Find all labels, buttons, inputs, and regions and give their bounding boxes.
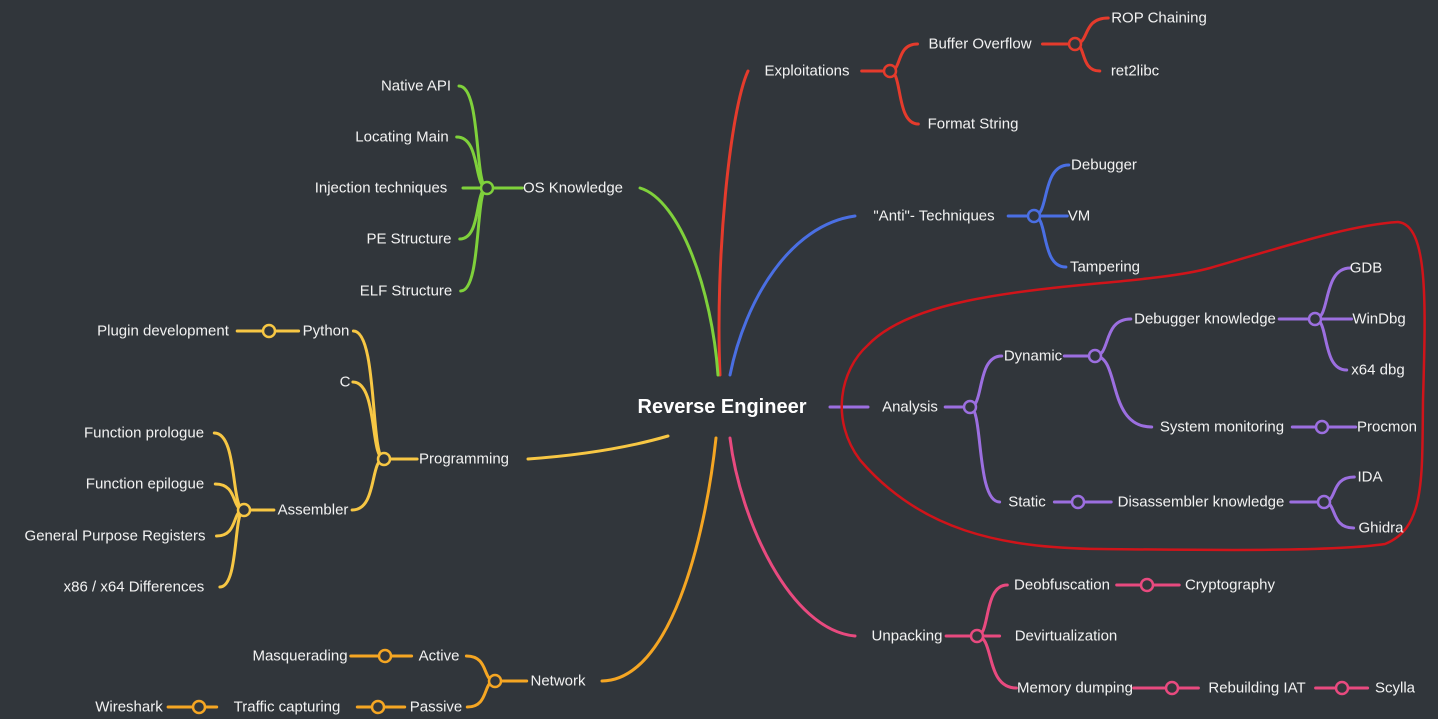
node-injection[interactable]: Injection techniques [315,180,448,197]
node-wireshark[interactable]: Wireshark [95,699,163,716]
node-exploitations[interactable]: Exploitations [764,63,849,80]
connector-lines [166,16,1370,709]
node-format-string[interactable]: Format String [928,116,1019,133]
node-traffic-capturing[interactable]: Traffic capturing [234,699,341,716]
highlight-outline [840,220,1426,552]
root-node[interactable]: Reverse Engineer [638,396,807,418]
hub-deobfuscation[interactable] [1139,577,1155,593]
node-anti[interactable]: "Anti"- Techniques [873,208,994,225]
node-x64dbg[interactable]: x64 dbg [1351,362,1404,379]
node-active[interactable]: Active [419,648,460,665]
hub-buffer-overflow[interactable] [1067,36,1083,52]
node-dynamic[interactable]: Dynamic [1004,348,1063,365]
node-c[interactable]: C [340,374,351,391]
hub-programming[interactable] [376,451,392,467]
connector-dynamic-debugger-knowledge [1093,317,1133,358]
node-scylla[interactable]: Scylla [1375,680,1416,697]
node-os[interactable]: OS Knowledge [523,180,623,197]
hub-unpacking[interactable] [969,628,985,644]
connector-debugger-knowledge-gdb [1313,266,1352,321]
hub-memory-dumping[interactable] [1164,680,1180,696]
node-static[interactable]: Static [1008,494,1046,511]
node-network[interactable]: Network [530,673,586,690]
node-ret2libc[interactable]: ret2libc [1111,63,1160,80]
node-memory-dumping[interactable]: Memory dumping [1017,680,1133,697]
node-system-monitoring[interactable]: System monitoring [1160,419,1284,436]
node-python[interactable]: Python [303,323,350,340]
node-x86x64[interactable]: x86 / x64 Differences [64,579,205,596]
connector-anti-debugger [1032,163,1071,218]
node-native-api[interactable]: Native API [381,78,451,95]
hub-debugger-knowledge[interactable] [1307,311,1323,327]
hub-exploitations[interactable] [882,63,898,79]
hub-active[interactable] [377,648,393,664]
node-pe[interactable]: PE Structure [366,231,451,248]
node-debugger[interactable]: Debugger [1071,157,1137,174]
hub-system-monitoring[interactable] [1314,419,1330,435]
branch-line-os [638,186,720,377]
node-rop[interactable]: ROP Chaining [1111,10,1207,27]
node-procmon[interactable]: Procmon [1357,419,1417,436]
hub-traffic-capturing[interactable] [191,699,207,715]
node-cryptography[interactable]: Cryptography [1185,577,1276,594]
node-fn-epilogue[interactable]: Function epilogue [86,476,204,493]
connector-dynamic-system-monitoring [1093,354,1154,429]
hub-anti[interactable] [1026,208,1042,224]
hub-disassembler-knowledge[interactable] [1316,494,1332,510]
node-locating-main[interactable]: Locating Main [355,129,448,146]
node-devirtualization[interactable]: Devirtualization [1015,628,1118,645]
node-vm[interactable]: VM [1068,208,1091,225]
node-deobfuscation[interactable]: Deobfuscation [1014,577,1110,594]
hub-python[interactable] [261,323,277,339]
hub-network[interactable] [487,673,503,689]
node-analysis[interactable]: Analysis [882,399,938,416]
node-gdb[interactable]: GDB [1350,260,1383,277]
hub-dynamic[interactable] [1087,348,1103,364]
connector-analysis-dynamic [968,354,1004,409]
branch-line-exploitations [717,69,750,377]
node-plugin-dev[interactable]: Plugin development [97,323,230,340]
node-programming[interactable]: Programming [419,451,509,468]
node-tampering[interactable]: Tampering [1070,259,1140,276]
node-disassembler-knowledge[interactable]: Disassembler knowledge [1118,494,1285,511]
node-labels: Reverse Engineer Exploitations Buffer Over… [25,10,1417,716]
node-assembler[interactable]: Assembler [278,502,349,519]
branch-line-unpacking [728,436,857,638]
node-windbg[interactable]: WinDbg [1352,311,1405,328]
node-debugger-knowledge[interactable]: Debugger knowledge [1134,311,1276,328]
connector-assembler-x86x64 [218,508,246,589]
connector-unpacking-memory-dumping [975,634,1018,690]
connector-unpacking-deobfuscation [975,583,1009,638]
node-fn-prologue[interactable]: Function prologue [84,425,204,442]
node-elf[interactable]: ELF Structure [360,283,453,300]
branch-line-anti [728,214,857,377]
connector-anti-tampering [1032,214,1068,269]
connector-programming-python [351,329,386,461]
hub-assembler[interactable] [236,502,252,518]
node-ida[interactable]: IDA [1357,469,1382,486]
node-masquerading[interactable]: Masquerading [252,648,347,665]
node-unpacking[interactable]: Unpacking [872,628,943,645]
node-buffer-overflow[interactable]: Buffer Overflow [928,36,1031,53]
branch-line-network [600,436,718,683]
connector-assembler-fn-prologue [212,431,246,512]
node-rebuilding-iat[interactable]: Rebuilding IAT [1208,680,1305,697]
connector-exploitations-format-string [888,69,920,126]
node-gpr[interactable]: General Purpose Registers [25,528,206,545]
connector-debugger-knowledge-x64dbg [1313,317,1349,372]
node-passive[interactable]: Passive [410,699,463,716]
hub-os[interactable] [479,180,495,196]
branch-hubs [191,36,1350,715]
hub-passive[interactable] [370,699,386,715]
hub-analysis[interactable] [962,399,978,415]
hub-static[interactable] [1070,494,1086,510]
branch-line-programming [526,434,670,461]
connector-programming-assembler [350,457,386,512]
node-ghidra[interactable]: Ghidra [1358,520,1404,537]
hub-rebuilding-iat[interactable] [1334,680,1350,696]
connector-analysis-static [968,405,1002,504]
